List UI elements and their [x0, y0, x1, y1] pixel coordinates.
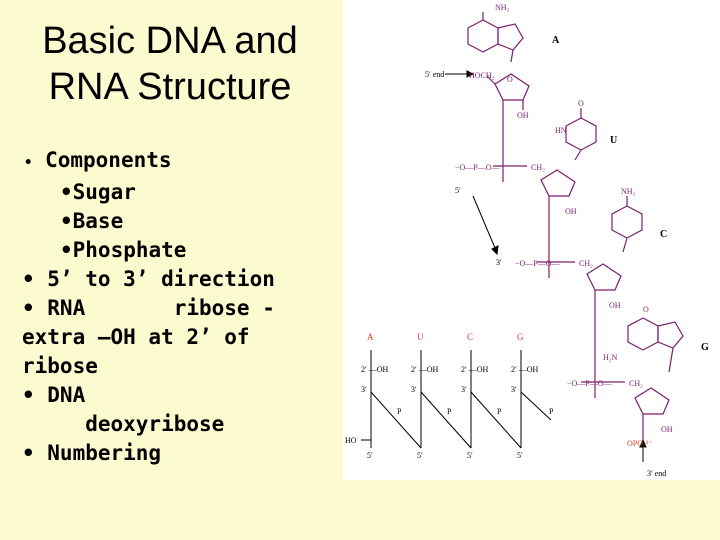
simplified-5-4: 5′ — [517, 451, 523, 460]
simplified-2oh-3: 2′ —OH — [461, 365, 489, 374]
direction-arrow-line — [472, 195, 496, 249]
simplified-2oh-4: 2′ —OH — [511, 365, 539, 374]
phosphate-3-label: −O—P—O— — [567, 379, 613, 388]
rna-structure-svg: A U C G NH₂ 5′ end HOCH₂ O OH HN O −O—P—… — [345, 3, 709, 478]
bullet-rna: • RNA ribose - — [22, 296, 275, 320]
simplified-a: A — [367, 332, 374, 342]
simplified-g: G — [517, 332, 524, 342]
ribose-2-oh-label: OH — [565, 207, 577, 216]
three-end-arrowhead — [639, 438, 647, 448]
five-prime-label: 5′ — [455, 186, 461, 195]
rna-structure-figure: A U C G NH₂ 5′ end HOCH₂ O OH HN O −O—P—… — [343, 0, 720, 480]
ribose-4-ring — [634, 387, 670, 415]
simplified-p-1: P — [397, 407, 402, 416]
label-base-c: C — [660, 229, 667, 240]
adenine-five-ring — [497, 23, 524, 51]
label-base-a: A — [552, 35, 560, 46]
simplified-p-3: P — [497, 407, 502, 416]
sub-bullet-base: •Base — [60, 209, 124, 233]
simplified-linker-2 — [420, 391, 472, 449]
bullet-dna: • DNA — [22, 383, 86, 407]
simplified-3-1: 3′ — [361, 385, 367, 394]
sub-bullet-phosphate: •Phosphate — [60, 238, 187, 262]
label-base-g: G — [701, 342, 709, 353]
label-base-u: U — [610, 135, 617, 146]
adenine-nh2-label: NH₂ — [495, 3, 510, 12]
three-end-label: 3′ end — [647, 469, 666, 478]
bullet-numbering: • Numbering — [22, 441, 162, 465]
ribose-1-ring — [494, 73, 530, 101]
cytosine-ring — [611, 205, 643, 239]
three-prime-label: 3′ — [496, 258, 502, 267]
bullet-rna-cont-1: extra –OH at 2’ of — [22, 325, 250, 349]
simplified-c: C — [467, 332, 473, 342]
opo3-label: OPO₃²⁻ — [627, 439, 652, 448]
guanine-h2n-label: H₂N — [603, 353, 618, 362]
ribose-1-c5-bond — [486, 75, 496, 85]
ch2-2-label: CH₂ — [579, 259, 593, 268]
ribose-1-o-label: O — [507, 75, 513, 84]
slide-title: Basic DNA and RNA Structure — [12, 18, 328, 110]
adenine-six-ring — [467, 19, 499, 53]
title-line-2: RNA Structure — [48, 66, 292, 108]
simplified-p-4: P — [549, 407, 554, 416]
sub-bullet-sugar: •Sugar — [60, 180, 136, 204]
simplified-3-2: 3′ — [411, 385, 417, 394]
guanine-six-ring — [627, 317, 659, 351]
simplified-linker-4 — [520, 391, 552, 421]
ribose-2-ring — [540, 169, 576, 197]
ch2-3-label: CH₂ — [629, 379, 643, 388]
bullet-direction: • 5’ to 3’ direction — [22, 267, 275, 291]
guanine-five-ring — [657, 321, 684, 349]
simplified-p-2: P — [447, 407, 452, 416]
simplified-2oh-2: 2′ —OH — [411, 365, 439, 374]
simplified-5-1: 5′ — [367, 451, 373, 460]
simplified-5-2: 5′ — [417, 451, 423, 460]
ribose-3-oh-label: OH — [609, 301, 621, 310]
simplified-ho: HO — [345, 436, 357, 445]
five-end-arrowhead — [466, 70, 475, 78]
ch2-1-label: CH₂ — [531, 163, 545, 172]
simplified-5-3: 5′ — [467, 451, 473, 460]
uracil-ring — [565, 117, 597, 151]
title-line-1: Basic DNA and — [42, 20, 298, 62]
cytosine-nh2-label: NH₂ — [621, 187, 636, 196]
adenine-glycosidic-bond — [510, 49, 514, 63]
bullet-list: • Components •Sugar •Base •Phosphate • 5… — [22, 146, 324, 468]
phosphate-1-label: −O—P—O— — [455, 163, 501, 172]
bullet-dna-cont: deoxyribose — [22, 412, 225, 436]
phosphate-2-label: −O—P—O— — [515, 259, 561, 268]
simplified-linker-3 — [470, 391, 522, 449]
ribose-3-ring — [586, 263, 622, 291]
simplified-2oh-1: 2′ —OH — [361, 365, 389, 374]
bullet-components: • Components — [24, 146, 324, 178]
uracil-glycosidic-bond — [574, 149, 582, 161]
simplified-u: U — [417, 332, 424, 342]
guanine-glycosidic-bond — [668, 347, 674, 373]
cytosine-glycosidic-bond — [622, 237, 628, 253]
simplified-3-3: 3′ — [461, 385, 467, 394]
uracil-o-label: O — [578, 99, 584, 108]
hoch2-label: HOCH₂ — [469, 71, 495, 80]
bullet-components-text: Components — [45, 148, 172, 172]
bullet-rna-cont-2: ribose — [22, 354, 98, 378]
guanine-o-label: O — [643, 305, 649, 314]
bullet-dot: • — [24, 155, 33, 171]
direction-arrowhead — [491, 245, 499, 256]
simplified-3-4: 3′ — [511, 385, 517, 394]
simplified-linker-1 — [370, 391, 422, 449]
uracil-hn-label: HN — [555, 126, 567, 135]
five-end-label: 5′ end — [425, 70, 444, 79]
ribose-1-oh-label: OH — [517, 111, 529, 120]
ribose-4-oh-label: OH — [661, 425, 673, 434]
